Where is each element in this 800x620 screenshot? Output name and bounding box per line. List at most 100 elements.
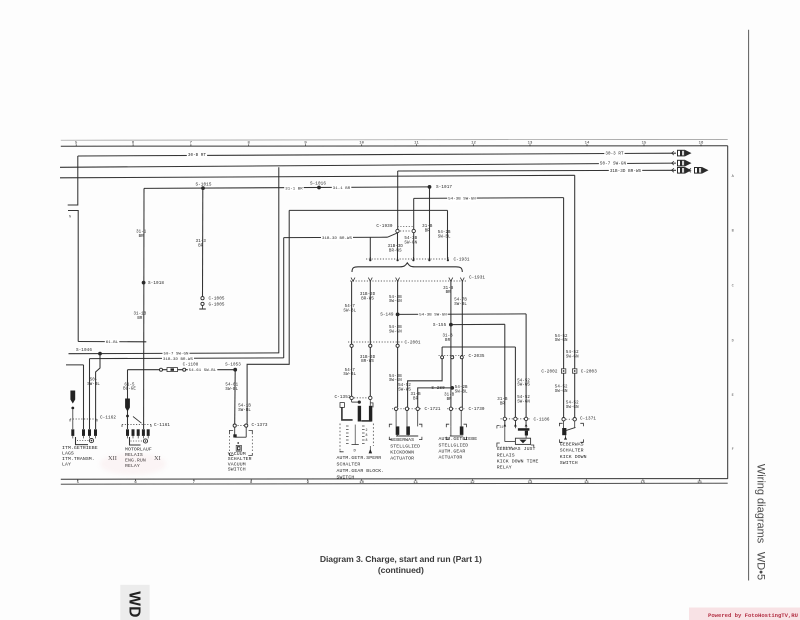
svg-text:LAGS: LAGS xyxy=(62,450,74,456)
svg-text:SW-WS: SW-WS xyxy=(517,384,530,388)
svg-text:SCHALTER: SCHALTER xyxy=(560,448,584,454)
svg-text:54-52: 54-52 xyxy=(566,402,579,406)
svg-text:SW-WS: SW-WS xyxy=(398,388,411,392)
svg-text:61-5: 61-5 xyxy=(124,383,135,387)
svg-text:G-1005: G-1005 xyxy=(209,302,225,307)
svg-text:C-1373: C-1373 xyxy=(252,423,268,428)
svg-text:31-1 BR: 31-1 BR xyxy=(333,187,351,191)
svg-text:ITM.TRANSM.: ITM.TRANSM. xyxy=(62,456,95,462)
svg-text:54-7: 54-7 xyxy=(345,369,356,373)
svg-text:C-2035: C-2035 xyxy=(469,354,485,359)
svg-text:F: F xyxy=(732,448,734,452)
svg-text:D: D xyxy=(354,450,357,454)
svg-text:54-3B SW-GN: 54-3B SW-GN xyxy=(419,313,447,317)
svg-text:SW-GN: SW-GN xyxy=(555,390,568,394)
svg-text:6: 6 xyxy=(132,142,135,146)
svg-text:Diagram 3. Charge, start and r: Diagram 3. Charge, start and run (Part 1… xyxy=(320,554,482,564)
svg-text:SW-GN: SW-GN xyxy=(555,339,568,343)
svg-text:31B-3D BR-WS: 31B-3D BR-WS xyxy=(163,358,194,362)
svg-text:5: 5 xyxy=(77,481,80,485)
svg-text:15: 15 xyxy=(642,142,647,146)
svg-text:31B-3D: 31B-3D xyxy=(360,293,376,297)
svg-text:S-1053: S-1053 xyxy=(225,363,241,367)
svg-text:31-B: 31-B xyxy=(442,334,453,338)
svg-text:54-7: 54-7 xyxy=(345,305,356,309)
svg-text:54-3B: 54-3B xyxy=(389,375,402,379)
svg-text:SW-GN: SW-GN xyxy=(566,355,579,359)
svg-text:C-1161: C-1161 xyxy=(154,423,170,428)
svg-text:S-1017: S-1017 xyxy=(436,185,452,190)
svg-text:54-3B: 54-3B xyxy=(389,326,402,330)
svg-text:54-3B: 54-3B xyxy=(389,296,402,300)
svg-text:31B-3D: 31B-3D xyxy=(388,245,404,249)
svg-text:C-2002: C-2002 xyxy=(541,369,557,374)
svg-text:SW-GN: SW-GN xyxy=(517,400,530,404)
svg-text:54-52: 54-52 xyxy=(517,379,530,383)
svg-text:KICK DOWN TIME: KICK DOWN TIME xyxy=(497,459,539,465)
svg-text:31-B: 31-B xyxy=(410,393,421,397)
svg-text:11: 11 xyxy=(414,142,419,146)
svg-text:Wiring diagrams WD•5: Wiring diagrams WD•5 xyxy=(755,464,767,580)
svg-text:31-3: 31-3 xyxy=(196,240,207,244)
svg-text:54-52: 54-52 xyxy=(517,396,530,400)
svg-text:31-1 BR: 31-1 BR xyxy=(285,187,303,191)
svg-text:7: 7 xyxy=(190,142,193,146)
svg-text:SWITCH: SWITCH xyxy=(560,460,578,466)
svg-text:S-1016: S-1016 xyxy=(310,181,326,186)
svg-text:BR: BR xyxy=(413,398,419,402)
svg-text:SW-GN: SW-GN xyxy=(389,379,402,383)
svg-text:10: 10 xyxy=(359,142,364,146)
svg-text:C-1108: C-1108 xyxy=(183,364,199,368)
svg-text:LAY: LAY xyxy=(62,462,71,468)
svg-text:S-149: S-149 xyxy=(380,313,394,318)
svg-text:54-3B SW-GN: 54-3B SW-GN xyxy=(448,198,476,202)
svg-text:SW-BL: SW-BL xyxy=(225,388,238,392)
svg-text:8: 8 xyxy=(250,481,253,485)
svg-text:54-2B: 54-2B xyxy=(438,231,451,235)
svg-text:54-52: 54-52 xyxy=(398,384,411,388)
svg-text:WD: WD xyxy=(126,591,143,617)
svg-text:ITM.GETRIEBE: ITM.GETRIEBE xyxy=(62,445,98,451)
svg-text:11: 11 xyxy=(413,481,418,485)
svg-text:MOTORLAUF: MOTORLAUF xyxy=(125,446,152,452)
svg-text:(continued): (continued) xyxy=(378,565,424,575)
svg-text:AUTM.GEAR: AUTM.GEAR xyxy=(439,448,466,454)
svg-text:13: 13 xyxy=(528,481,533,485)
svg-text:BR-WS: BR-WS xyxy=(361,297,374,301)
svg-text:BR: BR xyxy=(139,235,145,239)
svg-text:50-7 SW-GN: 50-7 SW-GN xyxy=(600,163,627,167)
svg-text:SW-GN: SW-GN xyxy=(404,241,417,245)
svg-text:C-1930: C-1930 xyxy=(376,224,392,229)
svg-text:54-52: 54-52 xyxy=(566,351,579,355)
svg-text:AUTM.GEAR BLOCK.: AUTM.GEAR BLOCK. xyxy=(337,468,385,474)
svg-text:AUTM.GETR.SPERR: AUTM.GETR.SPERR xyxy=(337,455,382,461)
svg-text:BR: BR xyxy=(447,398,453,402)
svg-text:S-155: S-155 xyxy=(433,323,447,328)
svg-text:C-1931: C-1931 xyxy=(454,257,470,262)
svg-text:BR: BR xyxy=(446,291,452,295)
svg-text:SW-GN: SW-GN xyxy=(389,330,402,334)
svg-text:SWITCH: SWITCH xyxy=(228,467,246,473)
svg-text:S-1046: S-1046 xyxy=(76,348,92,353)
svg-text:31: 31 xyxy=(500,425,504,429)
svg-text:16: 16 xyxy=(699,142,704,146)
svg-text:30-B RT: 30-B RT xyxy=(188,154,207,158)
svg-text:54-61: 54-61 xyxy=(225,383,238,387)
svg-text:54-52: 54-52 xyxy=(555,335,568,339)
svg-text:31B-3D BR-WS: 31B-3D BR-WS xyxy=(610,170,642,174)
svg-text:C-1730: C-1730 xyxy=(469,407,485,412)
svg-text:8: 8 xyxy=(365,438,367,442)
svg-text:RELAIS: RELAIS xyxy=(497,452,515,458)
svg-text:10: 10 xyxy=(359,481,364,485)
svg-text:C-1351: C-1351 xyxy=(335,395,351,400)
svg-text:7: 7 xyxy=(193,481,196,485)
svg-text:6: 6 xyxy=(134,481,137,485)
svg-text:AUTM.GETRIEBE: AUTM.GETRIEBE xyxy=(439,436,478,442)
svg-text:C-2001: C-2001 xyxy=(405,340,421,345)
svg-text:S-1018: S-1018 xyxy=(148,281,164,286)
svg-text:31-B: 31-B xyxy=(443,287,454,291)
svg-text:SW-GN: SW-GN xyxy=(566,406,579,410)
svg-text:14: 14 xyxy=(585,142,590,146)
svg-text:54-61 SW-BL: 54-61 SW-BL xyxy=(189,369,217,373)
svg-text:SWITCH: SWITCH xyxy=(337,474,355,480)
